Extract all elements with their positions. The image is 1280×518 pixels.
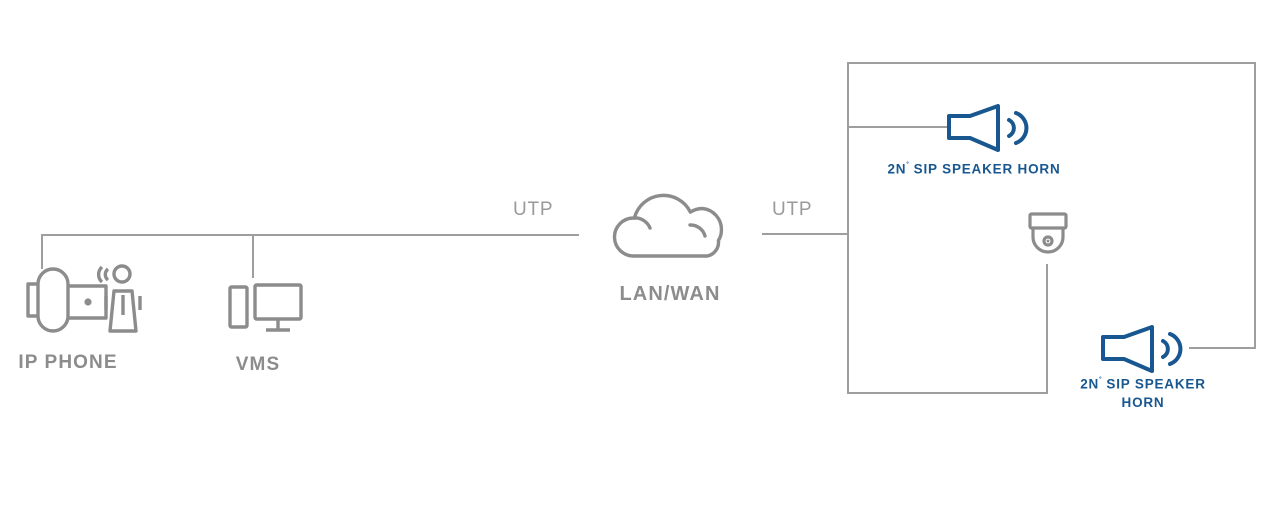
speaker-bottom-label-prefix: 2N <box>1080 376 1100 392</box>
node-label-speaker-horn-bottom: 2N˚ SIP SPEAKER HORN <box>1048 375 1238 412</box>
speaker-bottom-label-suffix: SIP SPEAKER <box>1101 376 1206 392</box>
dome-camera-icon <box>1024 211 1072 267</box>
cloud-icon <box>604 192 734 260</box>
node-label-speaker-horn-top: 2N˚ SIP SPEAKER HORN <box>862 160 1086 178</box>
site-box-lower-left <box>847 233 1048 394</box>
speaker-bottom-trademark-mark: ˚ <box>1099 375 1102 385</box>
link-label-utp-right: UTP <box>772 199 813 220</box>
speaker-top-label-prefix: 2N <box>887 161 907 177</box>
node-label-lan-wan: LAN/WAN <box>619 283 721 305</box>
site-box-outer <box>847 62 1256 349</box>
link-ipphone-to-cloud <box>41 234 579 269</box>
speaker-horn-icon-bottom <box>1100 325 1186 373</box>
ip-phone-icon <box>22 262 142 338</box>
speaker-horn-icon-top <box>946 104 1032 152</box>
speaker-bottom-label-line2: HORN <box>1121 394 1165 410</box>
speaker-top-trademark-mark: ˚ <box>906 160 910 170</box>
node-label-vms: VMS <box>235 354 281 375</box>
speaker-top-label-suffix: SIP SPEAKER HORN <box>909 161 1061 177</box>
node-label-ip-phone: IP PHONE <box>18 352 118 373</box>
link-label-utp-left: UTP <box>513 199 554 220</box>
vms-monitor-icon <box>228 283 304 339</box>
